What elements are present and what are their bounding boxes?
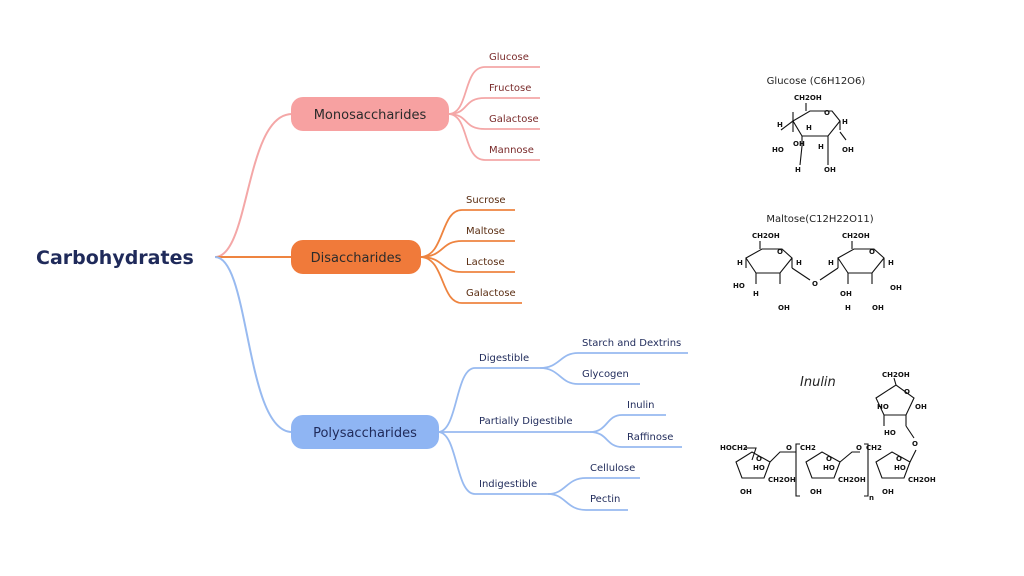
mono-items: Glucose Fructose Galactose Mannose bbox=[489, 52, 539, 156]
glucose-ch2oh: CH2OH bbox=[794, 94, 822, 102]
inulin-ho-right: HO bbox=[894, 464, 906, 472]
inulin-ch2oh-left: CH2OH bbox=[768, 476, 796, 484]
poly-group-connectors bbox=[437, 352, 688, 511]
glucose-h4: H bbox=[818, 143, 824, 151]
inulin-oh-mid: OH bbox=[810, 488, 822, 496]
maltose-ho-left: HO bbox=[733, 282, 745, 290]
inulin-ch2-right: CH2 bbox=[866, 444, 882, 452]
mono-leaf-connectors bbox=[447, 66, 540, 161]
maltose-o-right: O bbox=[869, 248, 875, 256]
leaf-lactose: Lactose bbox=[466, 257, 505, 268]
inulin-o-top: O bbox=[904, 388, 910, 396]
leaf-mannose: Mannose bbox=[489, 145, 534, 156]
inulin-ch2oh-mid: CH2OH bbox=[838, 476, 866, 484]
leaf-maltose: Maltose bbox=[466, 226, 505, 237]
maltose-o-left: O bbox=[777, 248, 783, 256]
maltose-h-r1: H bbox=[828, 259, 834, 267]
glucose-oh1: OH bbox=[793, 140, 805, 148]
inulin-hoch2: HOCH2 bbox=[720, 444, 748, 452]
inulin-o-left: O bbox=[756, 455, 762, 463]
inulin-structure: Inulin CH2OH O HO OH HO O HOCH2 O HO CH2… bbox=[720, 371, 936, 502]
glucose-h1: H bbox=[777, 121, 783, 129]
inulin-o-left2: O bbox=[786, 444, 792, 452]
maltose-oh-l: OH bbox=[778, 304, 790, 312]
poly-label: Polysaccharides bbox=[313, 426, 417, 441]
connector-mono bbox=[214, 113, 293, 258]
mono-label: Monosaccharides bbox=[314, 108, 427, 123]
maltose-ch2oh-left: CH2OH bbox=[752, 232, 780, 240]
leaf-glycogen: Glycogen bbox=[582, 369, 629, 380]
inulin-n: n bbox=[869, 494, 874, 502]
inulin-title: Inulin bbox=[800, 375, 836, 390]
inulin-o-mid2: O bbox=[856, 444, 862, 452]
maltose-h-r2: H bbox=[888, 259, 894, 267]
mono-pill bbox=[291, 97, 449, 131]
leaf-glucose: Glucose bbox=[489, 52, 529, 63]
maltose-oh-r1: OH bbox=[890, 284, 902, 292]
branch-polysaccharides[interactable]: Polysaccharides bbox=[291, 415, 439, 449]
leaf-sucrose: Sucrose bbox=[466, 195, 506, 206]
inulin-oh-left: OH bbox=[740, 488, 752, 496]
di-label: Disaccharides bbox=[311, 251, 402, 266]
inulin-ch2-mid: CH2 bbox=[800, 444, 816, 452]
glucose-ho: HO bbox=[772, 146, 784, 154]
leaf-galactose-di: Galactose bbox=[466, 288, 516, 299]
inulin-ho-top2: HO bbox=[884, 429, 896, 437]
glucose-oh2: OH bbox=[842, 146, 854, 154]
inulin-ho-top: HO bbox=[877, 403, 889, 411]
root-title: Carbohydrates bbox=[36, 247, 194, 269]
glucose-title: Glucose (C6H12O6) bbox=[767, 76, 866, 87]
inulin-ch2oh-top: CH2OH bbox=[882, 371, 910, 379]
inulin-o-mid: O bbox=[826, 455, 832, 463]
di-pill bbox=[291, 240, 421, 274]
inulin-ho-mid: HO bbox=[823, 464, 835, 472]
poly-items: Digestible Partially Digestible Indigest… bbox=[479, 338, 681, 505]
glucose-h5: H bbox=[795, 166, 801, 174]
leaf-cellulose: Cellulose bbox=[590, 463, 635, 474]
glucose-oh3: OH bbox=[824, 166, 836, 174]
inulin-ch2oh-right: CH2OH bbox=[908, 476, 936, 484]
maltose-h-l3: H bbox=[796, 259, 802, 267]
maltose-title: Maltose(C12H22O11) bbox=[766, 214, 873, 225]
inulin-ho-left: HO bbox=[753, 464, 765, 472]
inulin-oh-top: OH bbox=[915, 403, 927, 411]
poly-pill bbox=[291, 415, 439, 449]
glucose-h2: H bbox=[842, 118, 848, 126]
maltose-oh-r3: OH bbox=[872, 304, 884, 312]
leaf-fructose: Fructose bbox=[489, 83, 531, 94]
root-connectors bbox=[214, 113, 293, 433]
connector-poly bbox=[214, 256, 293, 433]
group-digestible: Digestible bbox=[479, 353, 529, 364]
maltose-o-bridge: O bbox=[812, 280, 818, 288]
maltose-oh-r2: OH bbox=[840, 290, 852, 298]
inulin-o-right: O bbox=[896, 455, 902, 463]
leaf-pectin: Pectin bbox=[590, 494, 620, 505]
di-items: Sucrose Maltose Lactose Galactose bbox=[466, 195, 516, 299]
maltose-h-l2: H bbox=[753, 290, 759, 298]
branch-disaccharides[interactable]: Disaccharides bbox=[291, 240, 421, 274]
glucose-h3: H bbox=[806, 124, 812, 132]
inulin-o-link: O bbox=[912, 440, 918, 448]
leaf-inulin: Inulin bbox=[627, 400, 655, 411]
leaf-galactose: Galactose bbox=[489, 114, 539, 125]
di-leaf-connectors bbox=[419, 209, 522, 304]
branch-monosaccharides[interactable]: Monosaccharides bbox=[291, 97, 449, 131]
maltose-h-l1: H bbox=[737, 259, 743, 267]
glucose-structure: Glucose (C6H12O6) CH2OH O H H HO OH OH H… bbox=[767, 76, 866, 174]
maltose-ch2oh-right: CH2OH bbox=[842, 232, 870, 240]
group-partially-digestible: Partially Digestible bbox=[479, 416, 572, 427]
group-indigestible: Indigestible bbox=[479, 479, 537, 490]
inulin-oh-right: OH bbox=[882, 488, 894, 496]
maltose-structure: Maltose(C12H22O11) CH2OH O H HO H OH H O… bbox=[733, 214, 902, 312]
leaf-raffinose: Raffinose bbox=[627, 432, 673, 443]
glucose-o: O bbox=[824, 109, 830, 117]
maltose-h-r3: H bbox=[845, 304, 851, 312]
leaf-starch-dextrins: Starch and Dextrins bbox=[582, 338, 681, 349]
